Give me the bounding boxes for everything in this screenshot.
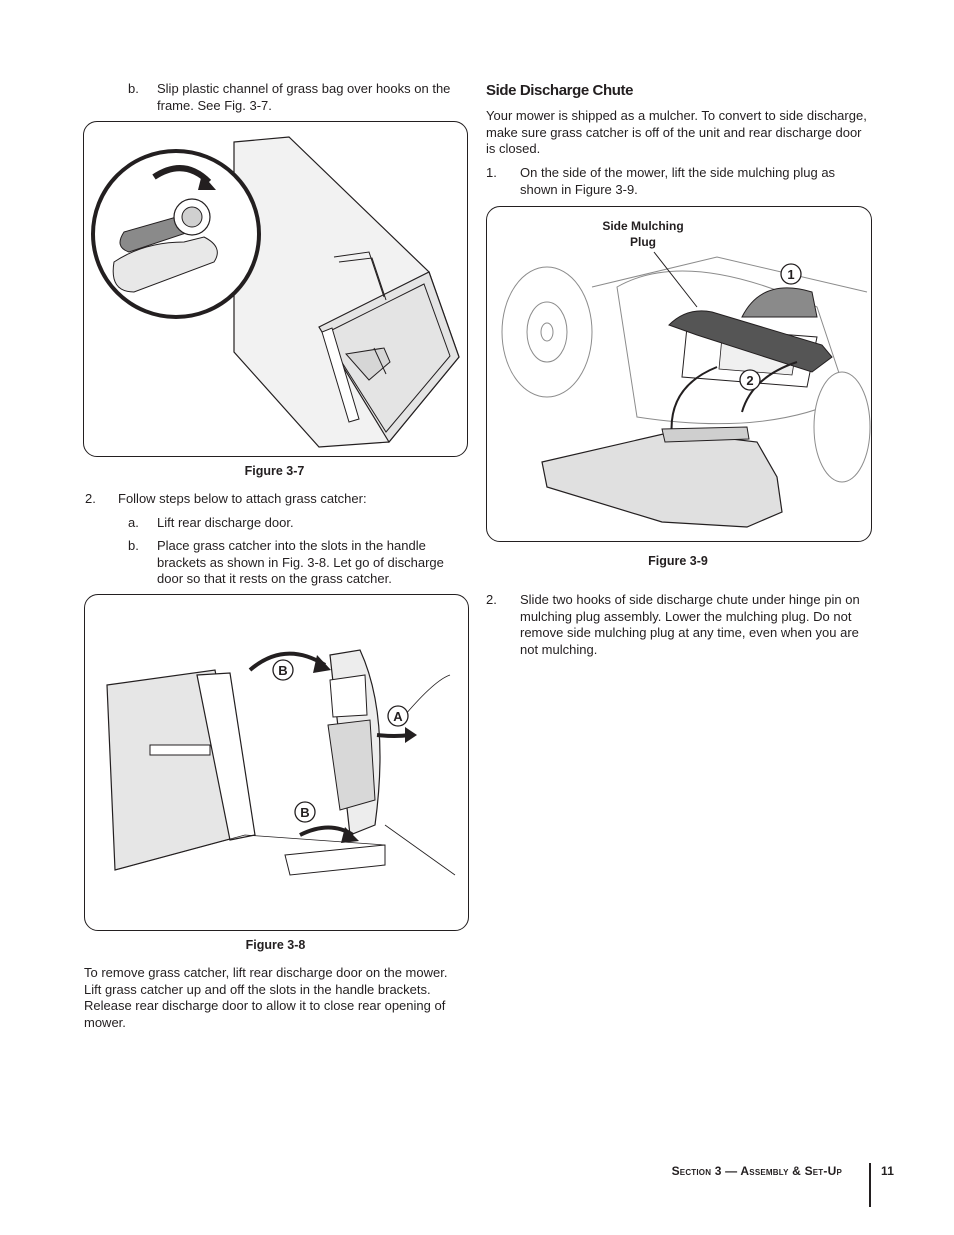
step-marker: 2. bbox=[486, 592, 497, 607]
figure-3-9-box: 1 2 Side Mulching Plug bbox=[486, 206, 872, 542]
step-text: On the side of the mower, lift the side … bbox=[520, 165, 836, 197]
callout-a: A bbox=[393, 709, 403, 724]
step-marker: a. bbox=[128, 515, 139, 530]
step-marker: 1. bbox=[486, 165, 497, 180]
figure-3-7-caption: Figure 3-7 bbox=[244, 464, 305, 478]
figure-3-7-illustration bbox=[91, 136, 460, 448]
step-text: Lift rear discharge door. bbox=[157, 515, 294, 530]
footer-section-title: Section 3 — Assembly & Set-Up bbox=[671, 1164, 842, 1178]
callout-1: 1 bbox=[787, 267, 794, 282]
side-mulching-plug-label: Side Mulching Plug bbox=[602, 219, 684, 249]
step-marker: 2. bbox=[85, 491, 96, 506]
figure-3-9-caption: Figure 3-9 bbox=[648, 554, 708, 568]
step-text: Slide two hooks of side discharge chute … bbox=[520, 592, 860, 657]
step-text: Place grass catcher into the slots in th… bbox=[157, 538, 444, 586]
figure-3-8-caption: Figure 3-8 bbox=[245, 938, 306, 952]
remove-grass-catcher-paragraph: To remove grass catcher, lift rear disch… bbox=[84, 965, 448, 1030]
step-marker: b. bbox=[128, 81, 139, 96]
callout-b-bottom: B bbox=[300, 805, 309, 820]
figure-3-9-illustration: 1 2 bbox=[501, 251, 871, 528]
figure-3-8-illustration: B A B bbox=[106, 649, 456, 876]
step-marker: b. bbox=[128, 538, 139, 553]
step-text: Slip plastic channel of grass bag over h… bbox=[157, 81, 451, 113]
figure-3-8-box: B A B bbox=[84, 594, 469, 931]
intro-paragraph: Your mower is shipped as a mulcher. To c… bbox=[486, 108, 867, 156]
step-text: Follow steps below to attach grass catch… bbox=[118, 491, 367, 506]
page-number: 11 bbox=[881, 1164, 895, 1178]
footer-divider bbox=[869, 1163, 871, 1207]
section-heading: Side Discharge Chute bbox=[486, 82, 634, 99]
figure-3-7-box bbox=[83, 121, 468, 457]
callout-2: 2 bbox=[746, 373, 753, 388]
callout-b-top: B bbox=[278, 663, 287, 678]
